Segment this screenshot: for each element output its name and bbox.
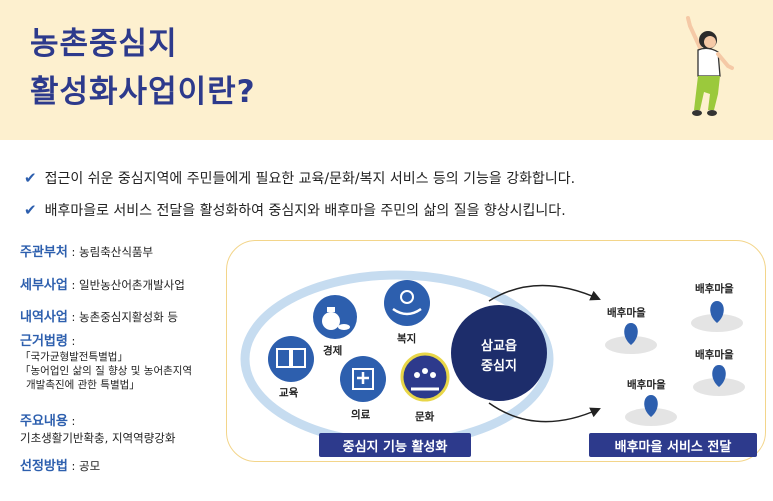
label-education: 교육	[279, 387, 299, 399]
page-title-line2: 활성화사업이란?	[30, 74, 256, 110]
checkmark-icon: ✔	[24, 169, 37, 187]
arrow-lower	[488, 402, 601, 423]
info-detail-value: : 일반농산어촌개발사업	[67, 278, 185, 292]
village-pin-1	[605, 323, 657, 354]
concept-diagram: 교육 경제 복지 의료 문화 삼교읍 중심지 배후마을 배후마을 배후마을 배후…	[226, 240, 766, 462]
village-pin-4	[693, 365, 745, 396]
checkmark-icon: ✔	[24, 201, 37, 219]
center-label-1: 삼교읍	[481, 339, 517, 354]
arrow-upper	[488, 284, 601, 302]
bullet-item-2: ✔ 배후마을로 서비스 전달을 활성화하여 중심지와 배후마을 주민의 삶의 질…	[24, 200, 566, 220]
info-ministry: 주관부처 : 농림축산식품부	[20, 244, 153, 261]
info-legal-basis: 근거법령 : 「국가균형발전특별법」 「농어업인 삶의 질 향상 및 농어촌지역…	[20, 333, 192, 392]
info-item-project: 내역사업 : 농촌중심지활성화 등	[20, 309, 178, 326]
info-select-value: : 공모	[67, 459, 101, 473]
education-book-icon	[268, 336, 314, 382]
info-item-value: : 농촌중심지활성화 등	[67, 310, 178, 324]
banner-village-service: 배후마을 서비스 전달	[589, 433, 757, 457]
info-detail-key: 세부사업	[20, 278, 68, 293]
village-pin-3	[625, 395, 677, 426]
diagram-graphics	[240, 270, 745, 448]
bullet-text-1: 접근이 쉬운 중심지역에 주민들에게 필요한 교육/문화/복지 서비스 등의 기…	[44, 171, 576, 187]
info-law-2: 「농어업인 삶의 질 향상 및 농어촌지역	[20, 365, 193, 377]
info-ministry-key: 주관부처	[20, 245, 68, 260]
village-label-3: 배후마을	[627, 379, 666, 391]
village-label-1: 배후마을	[607, 307, 646, 319]
banner-center-function: 중심지 기능 활성화	[319, 433, 471, 457]
info-content-value: :	[67, 414, 76, 428]
info-item-key: 내역사업	[20, 310, 68, 325]
medical-hospital-icon	[340, 356, 386, 402]
label-medical: 의료	[351, 409, 371, 421]
label-welfare: 복지	[397, 333, 417, 345]
info-law-3: 개발촉진에 관한 특별법」	[26, 379, 140, 391]
info-law-1: 「국가균형발전특별법」	[20, 351, 128, 363]
label-culture: 문화	[415, 411, 435, 423]
village-pin-2	[691, 301, 743, 332]
header-banner: 농촌중심지 활성화사업이란?	[0, 0, 773, 140]
village-label-2: 배후마을	[695, 283, 734, 295]
page-title-line1: 농촌중심지	[30, 26, 178, 62]
economy-moneybag-icon	[313, 295, 357, 339]
info-ministry-value: : 농림축산식품부	[67, 245, 154, 259]
info-law-value: :	[67, 334, 76, 348]
village-label-4: 배후마을	[695, 349, 734, 361]
info-law-key: 근거법령	[20, 334, 68, 349]
center-label-2: 중심지	[481, 359, 517, 374]
center-hub	[451, 305, 547, 401]
welfare-hands-icon	[384, 280, 430, 326]
info-selection-method: 선정방법 : 공모	[20, 458, 100, 475]
info-main-content: 주요내용 : 기초생활기반확충, 지역역량강화	[20, 413, 175, 446]
info-select-key: 선정방법	[20, 459, 68, 474]
jumping-person-illustration-icon	[686, 16, 734, 116]
info-content-desc: 기초생활기반확충, 지역역량강화	[20, 431, 176, 445]
bullet-item-1: ✔ 접근이 쉬운 중심지역에 주민들에게 필요한 교육/문화/복지 서비스 등의…	[24, 168, 575, 188]
label-economy: 경제	[323, 345, 343, 357]
culture-crowd-icon	[400, 352, 450, 402]
bullet-text-2: 배후마을로 서비스 전달을 활성화하여 중심지와 배후마을 주민의 삶의 질을 …	[44, 203, 566, 219]
info-content-key: 주요내용	[20, 414, 68, 429]
info-detail-project: 세부사업 : 일반농산어촌개발사업	[20, 277, 185, 294]
